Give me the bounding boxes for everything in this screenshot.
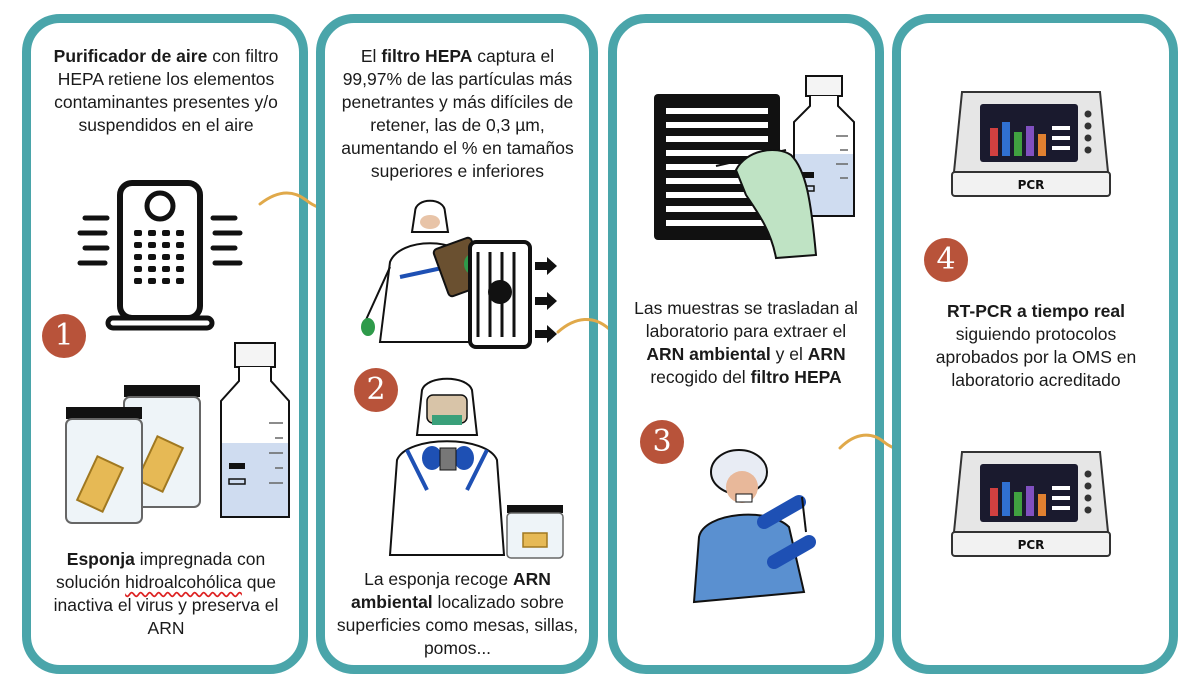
lab-technician-icon [692, 449, 816, 604]
step-4-panel [892, 14, 1178, 674]
step-3-number-badge: 3 [640, 420, 684, 464]
step-1-bottom-text: Esponja impregnada con solución hidroalc… [53, 549, 279, 638]
pcr-label: PCR [1018, 538, 1045, 552]
step-1-number-badge: 1 [42, 314, 86, 358]
ziplock-bag-icon [506, 505, 564, 559]
step-3-text: Las muestras se trasladan al laboratorio… [634, 298, 858, 387]
step-2-panel [316, 14, 598, 674]
step-2-bottom-text: La esponja recoge ARN ambiental localiza… [336, 569, 579, 658]
hazmat-worker-icon [361, 199, 557, 349]
step-4-text: RT-PCR a tiempo real siguiendo protocolo… [935, 301, 1137, 390]
step-2-number-badge: 2 [354, 368, 398, 412]
step-4-number-badge: 4 [924, 238, 968, 282]
gloved-hand-icon [715, 149, 818, 260]
air-purifier-icon [77, 180, 243, 331]
step-2-top-text: El filtro HEPA captura el 99,97% de las … [341, 46, 574, 181]
step-1-top-text: Purificador de aire con filtro HEPA reti… [53, 46, 279, 135]
lab-bottle-icon [220, 342, 290, 518]
pcr-label: PCR [1018, 178, 1045, 192]
ziplock-bag-icon [65, 385, 201, 524]
pcr-machine-icon: PCR [951, 91, 1111, 197]
hazmat-worker-icon [388, 377, 506, 556]
pcr-machine-icon: PCR [951, 451, 1111, 557]
hepa-filter-icon [654, 94, 780, 240]
